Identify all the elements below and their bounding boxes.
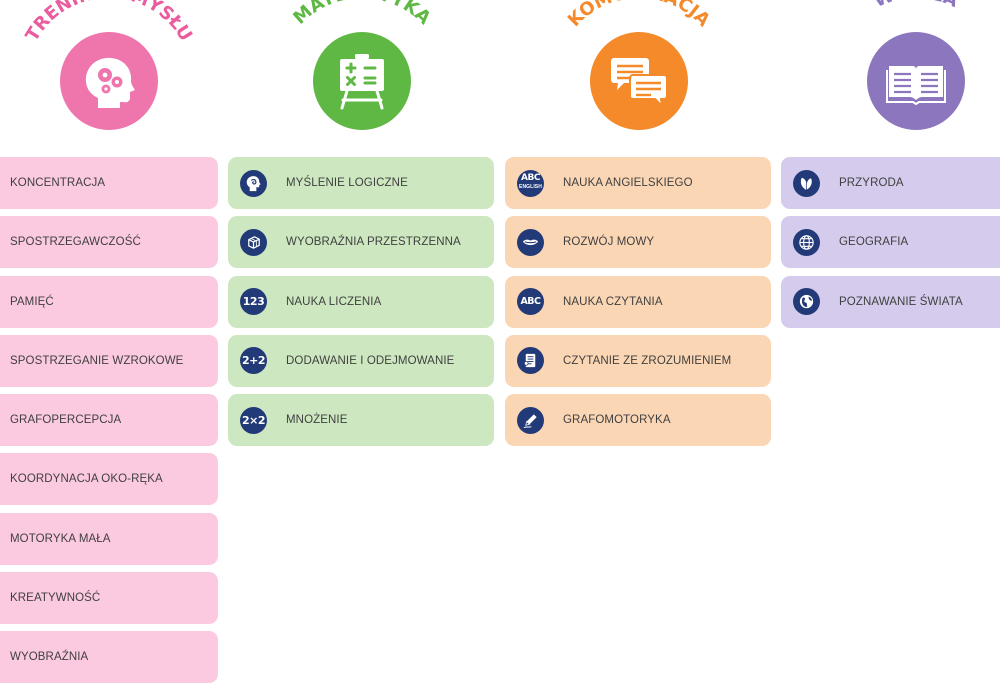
category-title-arc: WIEDZA (871, 0, 961, 12)
list-item[interactable]: SPOSTRZEGAWCZOŚĆ (0, 216, 218, 269)
list-item[interactable]: SPOSTRZEGANIE WZROKOWE (0, 334, 218, 387)
column-wiedza: WIEDZA PRZYRODA GEOGRAFIA (781, 0, 1000, 328)
item-label: DODAWANIE I ODEJMOWANIE (286, 354, 455, 367)
brain-gears-icon (60, 32, 158, 130)
list-item[interactable]: WYOBRAŹNIA (0, 631, 218, 684)
list-item[interactable]: GEOGRAFIA (781, 216, 1000, 269)
item-label: GEOGRAFIA (839, 236, 909, 249)
multiplication-icon: 2×2 (240, 406, 267, 434)
item-label: KOORDYNACJA OKO-RĘKA (10, 473, 163, 486)
item-label: KONCENTRACJA (10, 177, 106, 189)
item-label: GRAFOMOTORYKA (563, 414, 671, 427)
list-item[interactable]: KREATYWNOŚĆ (0, 572, 218, 625)
item-label: WYOBRAŹNIA (10, 651, 89, 664)
icon-glyph: 123 (242, 295, 265, 309)
category-header[interactable]: TRENING UMYSŁU (0, 0, 218, 150)
item-label: WYOBRAŹNIA PRZESTRZENNA (286, 236, 461, 249)
item-label: KREATYWNOŚĆ (10, 592, 101, 605)
svg-text:MATEMATYKA: MATEMATYKA (289, 0, 434, 29)
svg-text:WIEDZA: WIEDZA (871, 0, 961, 12)
category-list: PRZYRODA GEOGRAFIA POZNAWANIE ŚWIATA (781, 157, 1000, 335)
item-label: MOTORYKA MAŁA (10, 532, 111, 545)
leaf-icon (793, 169, 820, 197)
category-list: KONCENTRACJA SPOSTRZEGAWCZOŚĆ PAMIĘĆ SPO… (0, 157, 218, 691)
category-title-arc: MATEMATYKA (289, 0, 434, 29)
icon-glyph: ABC (521, 173, 540, 183)
list-item[interactable]: KOORDYNACJA OKO-RĘKA (0, 453, 218, 506)
category-title: WIEDZA (871, 0, 961, 12)
category-list: ABC English NAUKA ANGIELSKIEGO ROZWÓJ MO… (505, 157, 771, 453)
svg-text:KOMUNIKACJA: KOMUNIKACJA (564, 0, 714, 31)
list-item[interactable]: MOTORYKA MAŁA (0, 512, 218, 565)
open-book-icon (867, 32, 965, 130)
abc-english-icon: ABC English (517, 169, 544, 197)
list-item[interactable]: PRZYRODA (781, 157, 1000, 209)
item-label: PRZYRODA (839, 177, 904, 189)
cube-icon (240, 228, 267, 256)
list-item[interactable]: MYŚLENIE LOGICZNE (228, 157, 494, 209)
pencil-icon (517, 406, 544, 434)
mouth-icon (517, 228, 544, 256)
list-item[interactable]: CZYTANIE ZE ZROZUMIENIEM (505, 334, 771, 387)
category-title: KOMUNIKACJA (564, 0, 714, 31)
item-label: CZYTANIE ZE ZROZUMIENIEM (563, 354, 732, 367)
list-item[interactable]: POZNAWANIE ŚWIATA (781, 275, 1000, 328)
math-board-icon (313, 32, 411, 130)
list-item[interactable]: GRAFOPERCEPCJA (0, 394, 218, 447)
column-trening-umyslu: TRENING UMYSŁU KONCENTRACJA SPOSTRZEGAWC… (0, 0, 218, 684)
earth-icon (793, 288, 820, 316)
item-label: SPOSTRZEGANIE WZROKOWE (10, 354, 184, 367)
list-item[interactable]: PAMIĘĆ (0, 275, 218, 328)
item-label: GRAFOPERCEPCJA (10, 414, 122, 427)
addition-icon: 2+2 (240, 347, 267, 375)
item-label: SPOSTRZEGAWCZOŚĆ (10, 236, 141, 249)
icon-subtext: English (519, 184, 542, 190)
globe-icon (793, 228, 820, 256)
column-matematyka: MATEMATYKA (228, 0, 494, 447)
numbers-123-icon: 123 (240, 288, 267, 316)
item-label: ROZWÓJ MOWY (563, 236, 655, 249)
list-item[interactable]: ABC NAUKA CZYTANIA (505, 275, 771, 328)
head-logic-icon (240, 169, 267, 197)
item-label: MNOŻENIE (286, 414, 348, 427)
icon-glyph: ABC (520, 296, 541, 308)
category-header[interactable]: WIEDZA (781, 0, 1000, 150)
list-item[interactable]: ROZWÓJ MOWY (505, 216, 771, 269)
item-label: NAUKA LICZENIA (286, 295, 382, 308)
list-item[interactable]: KONCENTRACJA (0, 157, 218, 209)
list-item[interactable]: WYOBRAŹNIA PRZESTRZENNA (228, 216, 494, 269)
item-label: NAUKA CZYTANIA (563, 295, 663, 308)
list-item[interactable]: ABC English NAUKA ANGIELSKIEGO (505, 157, 771, 209)
category-header[interactable]: MATEMATYKA (228, 0, 494, 150)
list-item[interactable]: 2×2 MNOŻENIE (228, 394, 494, 447)
category-list: MYŚLENIE LOGICZNE WYOBRAŹNIA PRZESTRZENN… (228, 157, 494, 453)
column-komunikacja: KOMUNIKACJA ABC English NAUKA ANGIELSKIE… (505, 0, 771, 447)
abc-reading-icon: ABC (517, 288, 544, 316)
icon-glyph: 2+2 (241, 354, 266, 368)
category-header[interactable]: KOMUNIKACJA (505, 0, 771, 150)
category-title: MATEMATYKA (289, 0, 434, 29)
item-label: PAMIĘĆ (10, 295, 54, 308)
list-item[interactable]: 2+2 DODAWANIE I ODEJMOWANIE (228, 334, 494, 387)
list-item[interactable]: 123 NAUKA LICZENIA (228, 275, 494, 328)
speech-bubbles-icon (590, 32, 688, 130)
item-label: POZNAWANIE ŚWIATA (839, 295, 963, 308)
document-reading-icon (517, 347, 544, 375)
item-label: MYŚLENIE LOGICZNE (286, 177, 408, 189)
category-title-arc: KOMUNIKACJA (564, 0, 714, 31)
icon-glyph: 2×2 (241, 413, 266, 427)
item-label: NAUKA ANGIELSKIEGO (563, 177, 693, 189)
list-item[interactable]: GRAFOMOTORYKA (505, 394, 771, 447)
